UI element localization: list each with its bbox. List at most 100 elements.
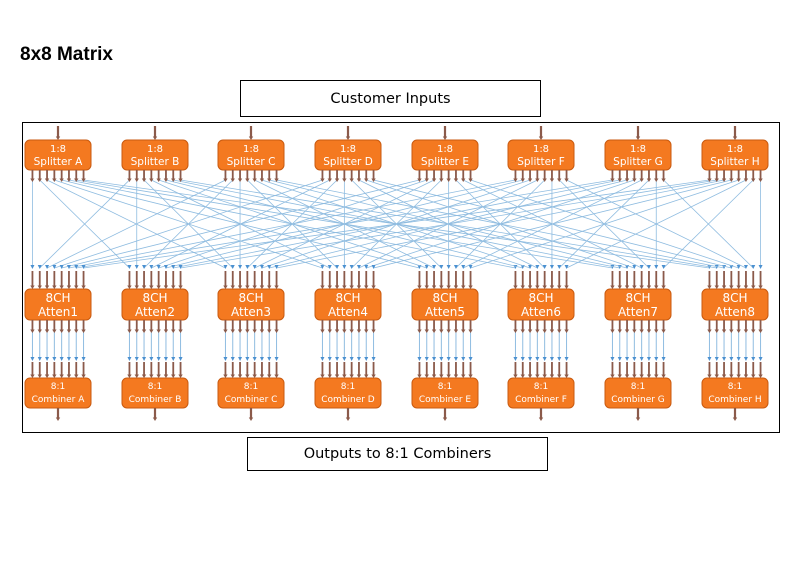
signal-arrowhead [654,357,659,361]
input-port-arrow-icon [81,362,86,378]
output-port-arrow-icon [439,320,444,333]
signal-arrowhead [446,265,451,269]
input-port-arrow-icon [707,362,712,378]
input-port-arrow-icon [461,271,466,289]
input-port-arrow-icon [156,362,161,378]
signal-arrowhead [142,357,147,361]
signal-arrowhead [30,357,35,361]
input-port-arrow-icon [156,271,161,289]
input-port-arrow-icon [564,362,569,378]
output-arrow-icon [442,408,448,421]
signal-arrowhead [513,357,518,361]
input-port-arrow-icon [714,271,719,289]
attenuator-ratio-label: 8CH [528,291,553,305]
signal-arrowhead [439,265,444,269]
input-port-arrow-icon [513,362,518,378]
attenuator-name-label: Atten4 [328,305,368,319]
signal-arrowhead [149,357,154,361]
output-port-arrow-icon [453,320,459,333]
input-port-arrow-icon [334,271,340,289]
attenuator-ratio-label: 8CH [238,291,263,305]
combiner-name-label: Combiner H [708,395,761,405]
customer-inputs-label: Customer Inputs [240,80,541,117]
output-port-arrow-icon [245,170,250,182]
output-port-arrow-icon [171,320,176,333]
output-port-arrow-icon [751,170,756,182]
output-port-arrow-icon [446,170,451,182]
output-port-arrow-icon [342,320,347,333]
output-port-arrow-icon [223,320,228,333]
output-port-arrow-icon [721,320,727,333]
input-port-arrow-icon [743,271,749,289]
output-port-arrow-icon [758,170,763,182]
output-port-arrow-icon [564,170,569,182]
input-port-arrow-icon [729,271,734,289]
signal-arrowhead [729,357,734,361]
input-port-arrow-icon [446,271,451,289]
output-port-arrow-icon [156,320,161,333]
output-port-arrow-icon [44,170,50,182]
input-port-arrow-icon [751,271,756,289]
output-port-arrow-icon [163,170,169,182]
signal-arrowhead [252,357,257,361]
signal-arrowhead [751,265,756,269]
splitter-box [411,139,479,171]
signal-arrowhead [52,357,57,361]
signal-arrowhead [349,265,354,269]
input-port-arrow-icon [66,362,72,378]
output-port-arrow-icon [736,320,741,333]
signal-arrowhead [252,265,257,269]
attenuator-ratio-label: 8CH [432,291,457,305]
output-port-arrow-icon [424,170,429,182]
input-port-arrow-icon [535,362,540,378]
output-port-arrow-icon [81,170,86,182]
crossconnect-line [46,179,226,269]
output-port-arrow-icon [535,170,540,182]
output-port-arrow-icon [364,170,369,182]
input-port-arrow-icon [431,271,437,289]
signal-arrowhead [66,265,71,269]
signal-arrowhead [267,265,272,269]
signal-arrowhead [661,265,666,269]
input-arrow-icon [732,126,738,140]
input-port-arrow-icon [610,362,615,378]
input-port-arrow-icon [758,271,763,289]
page-title: 8x8 Matrix [20,44,113,65]
signal-arrowhead [439,357,444,361]
input-port-arrow-icon [758,362,763,378]
output-port-arrow-icon [461,320,466,333]
input-port-arrow-icon [237,271,243,289]
input-port-arrow-icon [44,271,50,289]
output-arrow-icon [55,408,61,421]
input-port-arrow-icon [66,271,72,289]
signal-arrowhead [424,265,429,269]
output-port-arrow-icon [610,170,615,182]
signal-arrowhead [238,357,243,361]
output-port-arrow-icon [751,320,756,333]
output-port-arrow-icon [743,320,749,333]
output-port-arrow-icon [646,320,652,333]
attenuator-box [121,288,189,321]
signal-arrowhead [178,357,183,361]
splitter-box [121,139,189,171]
output-port-arrow-icon [237,320,243,333]
splitter-name-label: Splitter B [131,156,180,168]
combiner-name-label: Combiner G [611,395,665,405]
signal-arrowhead [163,357,168,361]
input-port-arrow-icon [74,271,79,289]
signal-arrowhead [557,265,562,269]
splitter-box [701,139,769,171]
signal-arrowhead [751,357,756,361]
input-port-arrow-icon [267,271,272,289]
output-port-arrow-icon [371,170,376,182]
attenuator-name-label: Atten6 [521,305,561,319]
signal-arrowhead [134,357,139,361]
signal-arrowhead [37,357,42,361]
crossconnect-line [76,179,613,269]
output-port-arrow-icon [66,170,72,182]
signal-arrowhead [461,265,466,269]
signal-arrowhead [446,357,451,361]
